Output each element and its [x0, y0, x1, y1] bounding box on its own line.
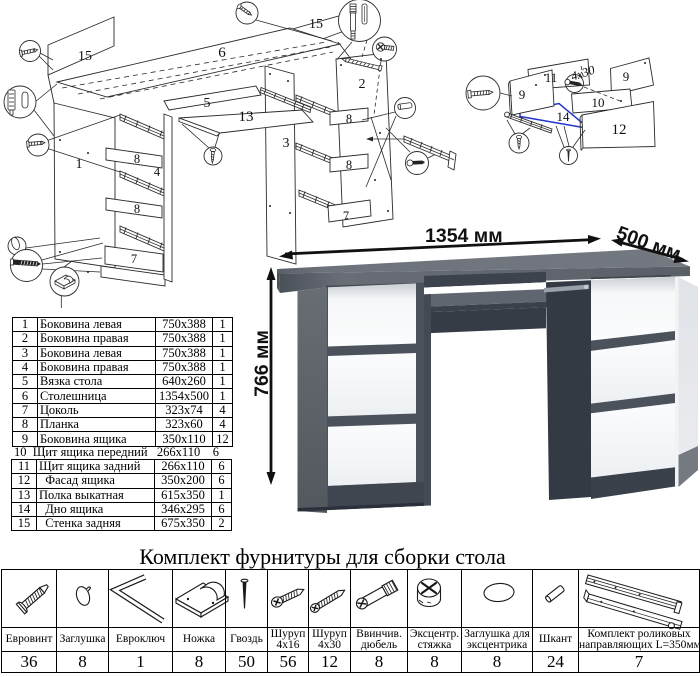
svg-text:4: 4 — [154, 165, 161, 179]
svg-text:11: 11 — [545, 70, 558, 85]
svg-text:15: 15 — [78, 49, 92, 64]
svg-text:8: 8 — [134, 152, 140, 166]
svg-text:3: 3 — [283, 136, 290, 151]
svg-text:8: 8 — [346, 158, 352, 172]
svg-text:14: 14 — [557, 109, 571, 124]
svg-text:13: 13 — [239, 109, 254, 125]
svg-text:7: 7 — [343, 209, 349, 223]
svg-text:9: 9 — [623, 69, 630, 84]
svg-text:12: 12 — [612, 122, 627, 138]
svg-text:9: 9 — [519, 87, 526, 102]
svg-text:10: 10 — [592, 95, 605, 110]
svg-text:5: 5 — [204, 96, 211, 111]
svg-text:15: 15 — [309, 17, 323, 32]
svg-text:2: 2 — [359, 77, 366, 92]
svg-text:8: 8 — [134, 202, 140, 216]
svg-text:1: 1 — [76, 157, 83, 172]
svg-text:7: 7 — [131, 252, 137, 266]
svg-text:8: 8 — [346, 112, 352, 126]
svg-text:6: 6 — [218, 45, 226, 61]
